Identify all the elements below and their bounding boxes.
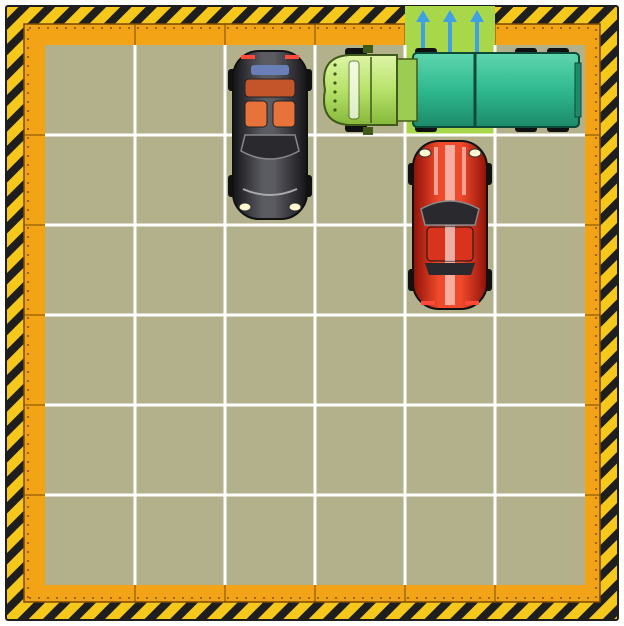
green-truck-truck[interactable] [324, 45, 581, 135]
red-car-car[interactable] [408, 141, 492, 309]
black-convertible-car[interactable] [228, 51, 312, 219]
